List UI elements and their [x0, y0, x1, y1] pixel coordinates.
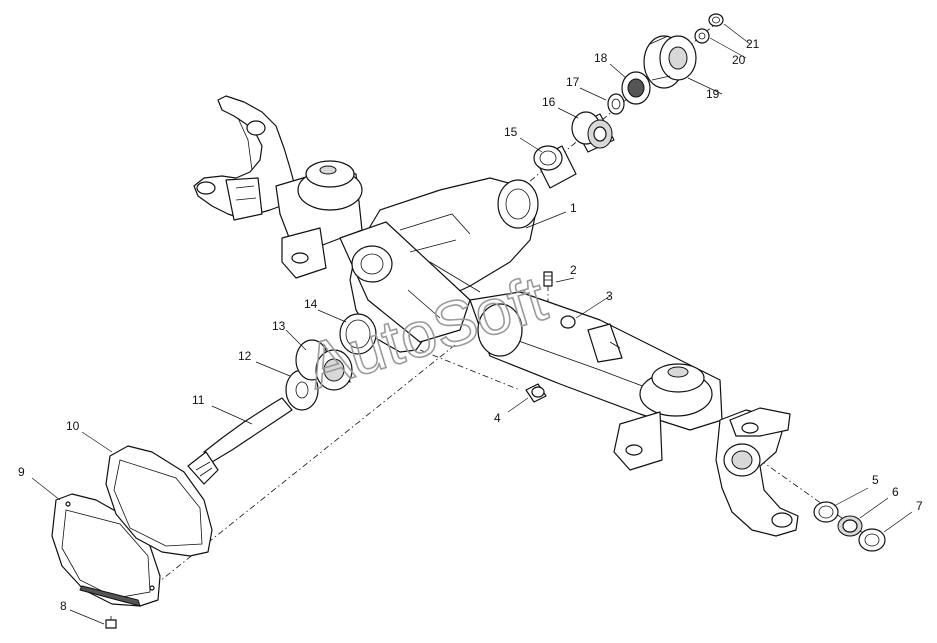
callout-19: 19 — [706, 87, 720, 101]
axle-housing — [275, 160, 723, 471]
callout-8: 8 — [60, 599, 67, 613]
callout-5: 5 — [872, 473, 879, 487]
part-11-pinion-shaft — [187, 397, 293, 485]
callout-16: 16 — [542, 95, 556, 109]
callout-1: 1 — [570, 201, 577, 215]
callout-17: 17 — [566, 75, 580, 89]
part-3-bush — [560, 315, 576, 329]
callout-10: 10 — [66, 419, 80, 433]
part-17-washer — [607, 93, 625, 115]
callout-4: 4 — [494, 411, 501, 425]
callout-18: 18 — [594, 51, 608, 65]
callout-3: 3 — [606, 289, 613, 303]
callout-20: 20 — [732, 53, 746, 67]
part-15-spacer — [533, 145, 577, 189]
callout-14: 14 — [304, 297, 318, 311]
right-steering-knuckle — [715, 407, 799, 537]
part-21-nut — [708, 13, 724, 27]
callout-leaders — [31, 23, 913, 625]
part-18-seal — [621, 71, 651, 105]
part-2-bolt — [543, 271, 553, 287]
part-10-gasket — [105, 445, 213, 557]
part-19-flange — [643, 35, 697, 89]
callout-11: 11 — [192, 393, 205, 407]
callout-21: 21 — [746, 37, 760, 51]
part-6-ring — [837, 515, 863, 537]
callout-15: 15 — [504, 125, 518, 139]
part-7-washer — [858, 528, 886, 552]
callout-6: 6 — [892, 485, 899, 499]
callout-12: 12 — [238, 349, 252, 363]
part-13-bearing — [295, 339, 353, 391]
callout-9: 9 — [18, 465, 25, 479]
part-16-bearing — [571, 111, 615, 153]
part-9-cover — [51, 493, 161, 607]
callout-7: 7 — [916, 499, 923, 513]
part-8-bolt — [105, 616, 117, 629]
callout-labels: 1 2 3 4 5 6 7 8 9 10 11 12 13 14 15 16 1… — [18, 37, 923, 613]
part-14-ring — [339, 313, 377, 355]
callout-2: 2 — [570, 263, 577, 277]
callout-13: 13 — [272, 319, 286, 333]
part-5-washer — [813, 501, 839, 523]
part-20-washer — [694, 28, 710, 44]
left-steering-knuckle — [193, 95, 297, 221]
part-4-bush — [525, 383, 547, 403]
